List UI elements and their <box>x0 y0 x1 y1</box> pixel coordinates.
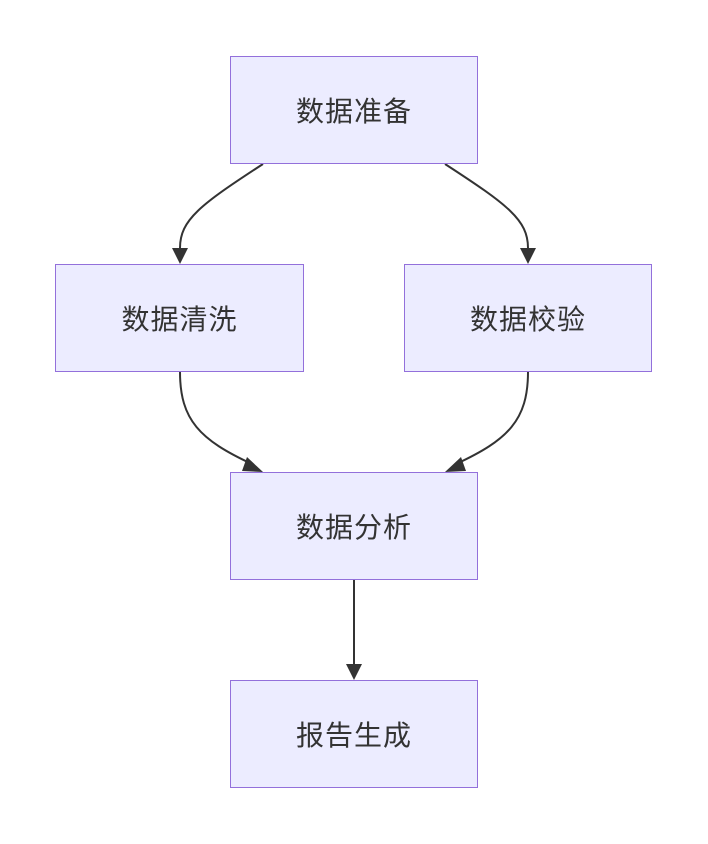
node-data-cleaning[interactable]: 数据清洗 <box>55 264 304 372</box>
edge-prep-to-verify-arrowhead <box>520 248 536 264</box>
edge-verify-to-analyze <box>455 371 529 465</box>
node-data-validation[interactable]: 数据校验 <box>404 264 652 372</box>
node-report-generation[interactable]: 报告生成 <box>230 680 478 788</box>
edge-prep-to-clean <box>179 163 264 249</box>
node-label: 数据校验 <box>469 303 586 336</box>
node-data-analysis[interactable]: 数据分析 <box>230 472 478 580</box>
edge-clean-to-analyze-arrowhead <box>242 457 263 472</box>
node-label: 数据清洗 <box>121 303 238 336</box>
node-label: 数据准备 <box>295 95 412 128</box>
edge-analyze-to-report-arrowhead <box>346 664 362 680</box>
node-label: 报告生成 <box>295 719 412 752</box>
edge-prep-to-verify <box>444 163 529 249</box>
node-label: 数据分析 <box>295 511 412 544</box>
edge-clean-to-analyze <box>179 371 253 465</box>
node-data-preparation[interactable]: 数据准备 <box>230 56 478 164</box>
edge-verify-to-analyze-arrowhead <box>445 457 466 472</box>
edge-prep-to-clean-arrowhead <box>172 248 188 264</box>
